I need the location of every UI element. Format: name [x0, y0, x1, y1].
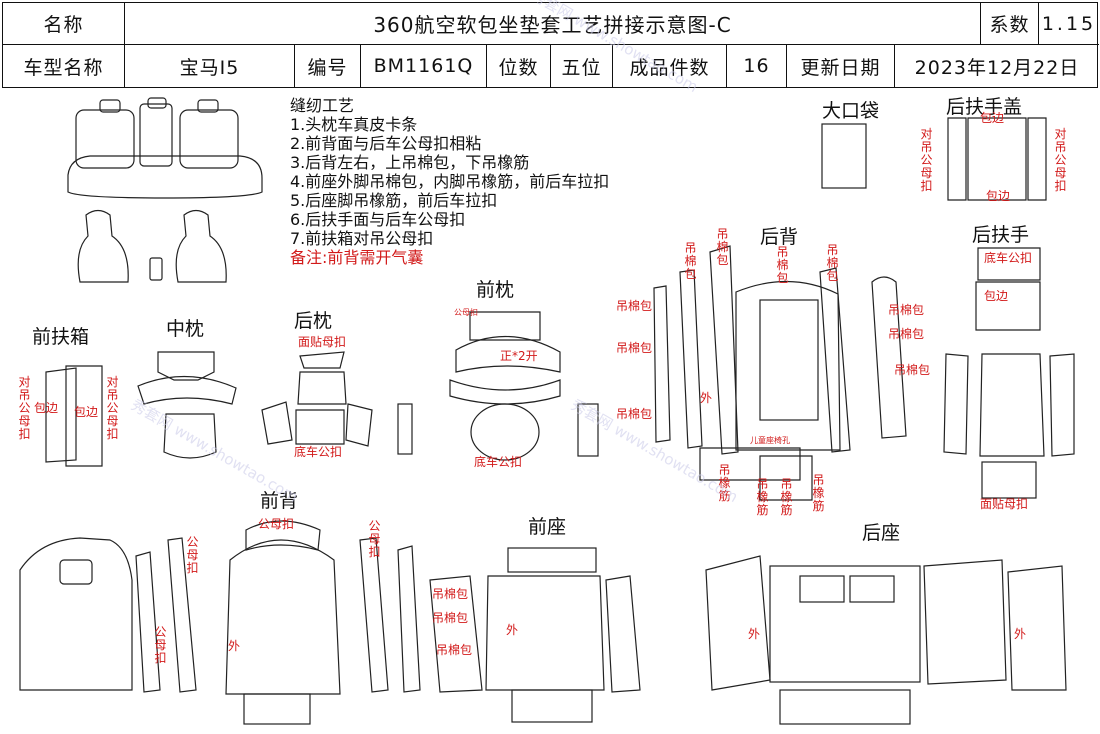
label-front-headrest-bottom: 底车公扣: [474, 455, 523, 469]
label-rear-armrest-face-buckle: 面贴母扣: [980, 497, 1029, 511]
label-rear-back-elastic-3: 吊橡筋: [780, 477, 793, 517]
notes-title: 缝纫工艺: [290, 96, 355, 115]
note-item: 1.头枕车真皮卡条: [290, 115, 418, 134]
label-rear-back-cotton-right-1: 吊棉包: [888, 303, 925, 317]
label-rear-seat-outer-right: 外: [1014, 627, 1027, 641]
label-rear-armrest-edge: 包边: [984, 289, 1009, 303]
label-front-seat-outer: 外: [506, 623, 519, 637]
label-rear-back-elastic-1: 吊橡筋: [718, 463, 731, 503]
label-rear-back-cotton-3: 吊棉包: [616, 407, 653, 421]
label-rear-back-outer: 外: [700, 391, 713, 405]
section-rear-seat: 后座: [862, 522, 901, 544]
label-front-seat-cotton-1: 吊棉包: [432, 587, 469, 601]
section-front-seat: 前座: [528, 516, 567, 538]
label-front-seat-cotton-3: 吊棉包: [436, 643, 473, 657]
note-item: 4.前座外脚吊棉包，内脚吊橡筋，前后车拉扣: [290, 172, 610, 191]
note-item: 5.后座脚吊橡筋，前后车拉扣: [290, 191, 498, 210]
section-rear-armrest: 后扶手: [972, 224, 1030, 246]
label-rear-back-cotton-v2: 吊棉包: [716, 227, 729, 267]
notes-remark: 备注:前背需开气囊: [290, 248, 424, 267]
model-value: 宝马I5: [125, 45, 295, 87]
label-rear-back-elastic-4: 吊橡筋: [812, 473, 825, 513]
label-rear-back-cotton-v4: 吊棉包: [826, 243, 839, 283]
label-front-back-outer: 外: [228, 639, 241, 653]
label-front-back-buckle-v3: 公母扣: [154, 625, 167, 665]
code-value: BM1161Q: [361, 45, 487, 87]
pieces-value: 16: [727, 45, 787, 87]
label-front-back-buckle-v2: 公母扣: [368, 519, 381, 559]
header-table: 名称 360航空软包坐垫套工艺拼接示意图-C 系数 1.15 车型名称 宝马I5…: [2, 2, 1099, 88]
label-armrest-cover-left: 对吊公母扣: [920, 127, 933, 193]
label-rear-back-elastic-2: 吊橡筋: [756, 477, 769, 517]
label-front-headrest-opening: 正*2开: [500, 349, 538, 363]
label-front-back-buckle: 公母扣: [258, 517, 295, 531]
label-rear-back-cotton-1: 吊棉包: [616, 299, 653, 313]
big-pocket-piece: [821, 123, 867, 189]
seats-label: 位数: [487, 45, 551, 87]
armrest-cover-piece: [947, 117, 967, 201]
note-item: 2.前背面与后车公母扣相粘: [290, 134, 482, 153]
label-front-armbox-edge-right: 包边: [74, 405, 99, 419]
armrest-cover-piece: [1027, 117, 1047, 201]
armrest-cover-piece: [967, 117, 1027, 201]
section-front-armbox: 前扶箱: [32, 326, 90, 348]
pieces-label: 成品件数: [613, 45, 727, 87]
section-rear-armrest-cover: 后扶手盖: [946, 96, 1023, 118]
label-rear-back-child-seat: 儿童座椅孔: [750, 436, 790, 445]
note-item: 3.后背左右，上吊棉包，下吊橡筋: [290, 153, 530, 172]
label-rear-back-cotton-right-3: 吊棉包: [894, 363, 931, 377]
diagram-title: 360航空软包坐垫套工艺拼接示意图-C: [125, 3, 981, 45]
seat-overview-illustration: [67, 97, 263, 283]
label-rear-armrest-bottom-buckle: 底车公扣: [984, 251, 1033, 265]
name-label: 名称: [3, 3, 125, 45]
section-mid-pillow: 中枕: [166, 318, 205, 340]
section-front-headrest: 前枕: [476, 279, 515, 301]
section-big-pocket: 大口袋: [822, 100, 880, 122]
label-rear-pillow-bottom: 底车公扣: [294, 445, 343, 459]
section-rear-back: 后背: [760, 226, 799, 248]
update-value: 2023年12月22日: [914, 56, 1080, 79]
section-rear-pillow: 后枕: [294, 310, 333, 332]
label-armrest-cover-edge-bottom: 包边: [986, 189, 1011, 203]
section-front-back: 前背: [260, 490, 299, 512]
seats-value: 五位: [551, 45, 613, 87]
label-front-seat-cotton-2: 吊棉包: [432, 611, 469, 625]
label-front-armbox-edge: 包边: [34, 401, 59, 415]
coef-value: 1.15: [1039, 3, 1099, 45]
label-rear-seat-outer-left: 外: [748, 627, 761, 641]
coef-label: 系数: [981, 3, 1039, 45]
label-front-headrest-small-buckle: 公母扣: [454, 308, 478, 317]
label-rear-back-cotton-2: 吊棉包: [616, 341, 653, 355]
label-front-back-buckle-v: 公母扣: [186, 535, 199, 575]
label-rear-back-cotton-v1: 吊棉包: [684, 241, 697, 281]
code-label: 编号: [295, 45, 361, 87]
model-label: 车型名称: [3, 45, 125, 87]
label-front-armbox-left: 对吊公母扣: [18, 375, 31, 441]
label-front-armbox-right: 对吊公母扣: [106, 375, 119, 441]
label-rear-back-cotton-right-2: 吊棉包: [888, 327, 925, 341]
label-armrest-cover-right: 对吊公母扣: [1054, 127, 1067, 193]
label-rear-pillow-buckle: 面贴母扣: [298, 335, 347, 349]
sewing-notes: 缝纫工艺 1.头枕车真皮卡条 2.前背面与后车公母扣相粘 3.后背左右，上吊棉包…: [290, 96, 609, 267]
label-rear-back-cotton-v3: 吊棉包: [776, 245, 789, 285]
note-item: 6.后扶手面与后车公母扣: [290, 210, 466, 229]
update-label: 更新日期: [787, 45, 895, 87]
label-armrest-cover-edge-top: 包边: [980, 111, 1005, 125]
note-item: 7.前扶箱对吊公母扣: [290, 229, 434, 248]
